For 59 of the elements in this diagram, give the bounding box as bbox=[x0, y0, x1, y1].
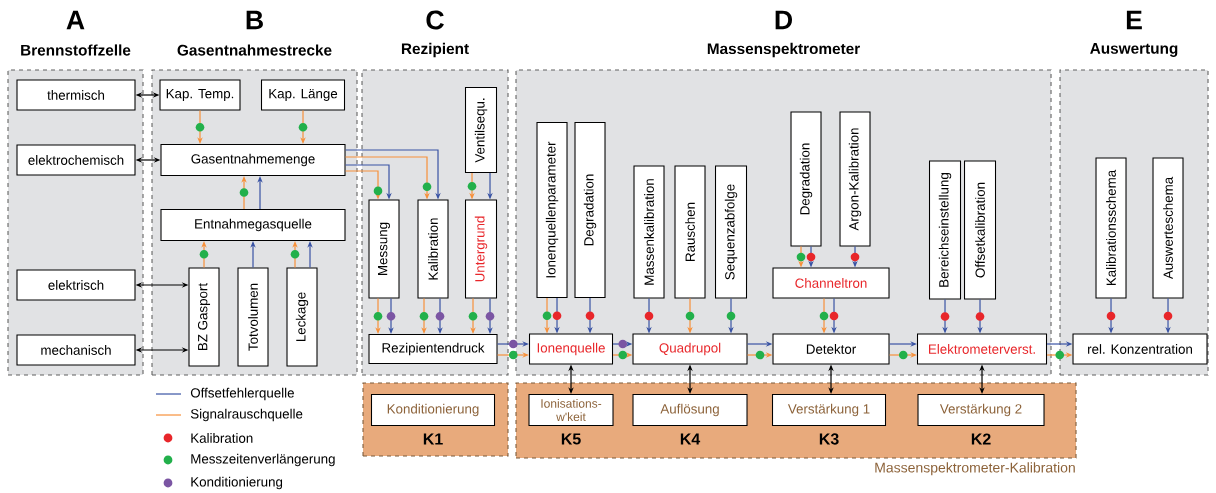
process-box: elektrisch bbox=[16, 269, 136, 301]
process-box: Rauschen bbox=[674, 165, 706, 299]
panel-caption: Massenspektrometer-Kalibration bbox=[875, 462, 1075, 476]
group-label: K5 bbox=[561, 433, 581, 445]
process-box: Kap. Länge bbox=[260, 79, 346, 111]
panel-title: Massenspektrometer bbox=[707, 42, 860, 58]
group-label: K1 bbox=[423, 433, 443, 445]
process-box: Quadrupol bbox=[632, 333, 748, 365]
legend-label: Signalrauschquelle bbox=[190, 408, 303, 422]
panel-letter: A bbox=[66, 10, 85, 30]
group-label: K4 bbox=[680, 433, 701, 445]
group-label: K3 bbox=[819, 433, 839, 445]
process-box: rel. Konzentration bbox=[1072, 333, 1208, 365]
process-box: Ionenquellenparameter bbox=[536, 121, 568, 299]
process-box: Offsetkalibration bbox=[964, 160, 997, 300]
process-box: Ionisations-w'keit bbox=[528, 393, 614, 427]
process-box: Detektor bbox=[772, 333, 890, 365]
process-box: Bereichseinstellung bbox=[928, 160, 962, 300]
process-box: Leckage bbox=[286, 267, 318, 367]
process-box: Elektrometerverst. bbox=[916, 333, 1048, 365]
process-box: Ventilsequ. bbox=[464, 86, 498, 174]
panel-title: Brennstoffzelle bbox=[21, 44, 131, 56]
panel-letter: E bbox=[1126, 10, 1142, 30]
process-box: Sequenzabfolge bbox=[714, 165, 748, 299]
process-box: mechanisch bbox=[16, 334, 136, 366]
process-box: Entnahmegasquelle bbox=[160, 208, 346, 242]
legend-label: Messzeitenverlängerung bbox=[191, 453, 335, 467]
process-box: Degradation bbox=[574, 121, 606, 299]
process-box: BZ Gasport bbox=[188, 267, 220, 367]
process-box: Degradation bbox=[790, 111, 822, 247]
panel-letter: B bbox=[246, 10, 263, 30]
process-box: Channeltron bbox=[772, 267, 890, 299]
process-box: Massenkalibration bbox=[633, 165, 665, 299]
process-box: Kalibrationsschema bbox=[1095, 157, 1127, 299]
process-box: thermisch bbox=[16, 79, 136, 111]
panel-title: Gasentnahmestrecke bbox=[177, 44, 332, 56]
process-box: Konditionierung bbox=[370, 393, 496, 427]
panel-title: Rezipient bbox=[401, 42, 469, 58]
legend-label: Offsetfehlerquelle bbox=[190, 387, 294, 401]
process-box: Totvolumen bbox=[237, 267, 269, 367]
process-box: Auswerteschema bbox=[1152, 157, 1184, 299]
legend-label: Konditionierung bbox=[191, 476, 283, 490]
group-label: K2 bbox=[971, 433, 991, 445]
process-box: Argon-Kalibration bbox=[839, 111, 871, 247]
process-box: Ionenquelle bbox=[528, 333, 614, 365]
panel-letter: C bbox=[426, 10, 444, 30]
process-box: Untergrund bbox=[464, 199, 498, 299]
process-box: Verstärkung 1 bbox=[771, 393, 887, 427]
legend-label: Kalibration bbox=[191, 433, 253, 443]
process-box: Rezipientendruck bbox=[368, 333, 498, 365]
process-box: Verstärkung 2 bbox=[917, 393, 1045, 427]
panel-letter: D bbox=[775, 10, 792, 30]
process-box: Gasentnahmemenge bbox=[160, 143, 346, 177]
process-box: Kap. Temp. bbox=[159, 79, 241, 111]
panel-title: Auswertung bbox=[1090, 43, 1178, 57]
process-box: elektrochemisch bbox=[16, 144, 136, 176]
process-box: Kalibration bbox=[417, 199, 449, 299]
process-box: Auflösung bbox=[632, 393, 748, 427]
process-box: Messung bbox=[368, 199, 400, 299]
